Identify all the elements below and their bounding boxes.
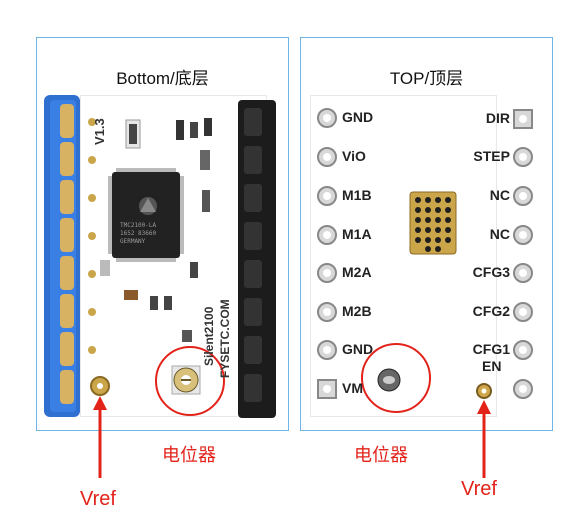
chip-marking: TMC2100-LA 1652 83660 GERMANY (120, 222, 156, 246)
tmc2100-chip (108, 168, 184, 262)
pot-label-top: 电位器 (354, 445, 408, 465)
chip-line-2: 1652 83660 (120, 230, 157, 237)
top-panel-title: TOP/顶层 (389, 69, 464, 88)
pin-label-gnd-2: GND (342, 341, 374, 357)
pin-label-cfg1: CFG1 (472, 341, 510, 357)
pin-label-m2b: M2B (342, 303, 372, 319)
pin-label-m1a: M1A (342, 226, 372, 242)
solder-pads-left (88, 118, 96, 354)
pin-label-m1b: M1B (342, 187, 372, 203)
thermal-pad (409, 191, 457, 255)
top-left-pin-pads (317, 108, 337, 399)
pin-label-nc-2: NC (489, 226, 510, 242)
pin-label-vio: ViO (342, 148, 366, 164)
pot-highlight-circle-top (361, 343, 431, 413)
smd-components (100, 118, 212, 342)
blue-header-pins (60, 104, 74, 404)
vref-label-top: Vref (461, 478, 497, 500)
pin-label-m2a: M2A (342, 264, 372, 280)
vref-arrow-top (477, 400, 491, 478)
bottom-panel-title: Bottom/底层 (116, 69, 209, 88)
pin-label-cfg2: CFG2 (472, 303, 510, 319)
pot-label-bottom: 电位器 (162, 445, 216, 465)
top-right-pin-pads (513, 109, 533, 399)
pin-label-step: STEP (473, 148, 510, 164)
chip-line-3: GERMANY (120, 238, 146, 245)
pot-highlight-circle-bottom (155, 346, 225, 416)
chip-line-1: TMC2100-LA (120, 222, 157, 229)
potentiometer-top (377, 368, 401, 392)
pin-label-nc-1: NC (489, 187, 510, 203)
top-board-pcb (310, 95, 497, 417)
potentiometer-bottom (171, 365, 201, 395)
black-pin-header (238, 100, 276, 418)
pin-label-cfg3: CFG3 (472, 264, 510, 280)
pin-label-en: EN (482, 358, 502, 374)
pin-label-vm: VM (342, 380, 363, 396)
vref-label-bottom: Vref (80, 488, 116, 510)
pin-label-gnd-1: GND (342, 109, 374, 125)
pin-label-dir: DIR (485, 110, 510, 126)
vref-arrow-bottom (93, 396, 107, 478)
